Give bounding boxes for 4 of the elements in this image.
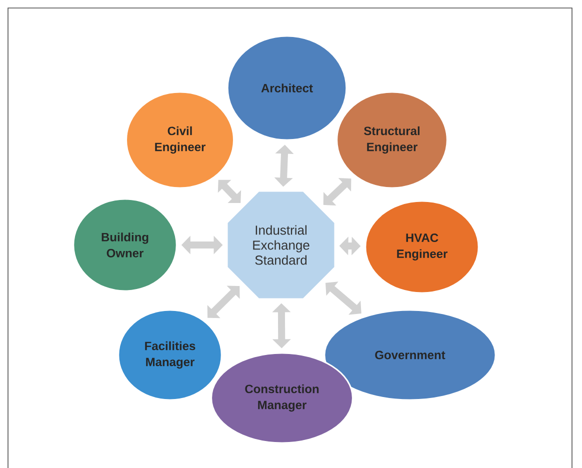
double-arrow bbox=[207, 286, 240, 318]
octagon: Industrial Exchange Standard bbox=[226, 190, 336, 300]
double-arrow bbox=[323, 178, 352, 206]
double-arrow bbox=[218, 180, 242, 203]
